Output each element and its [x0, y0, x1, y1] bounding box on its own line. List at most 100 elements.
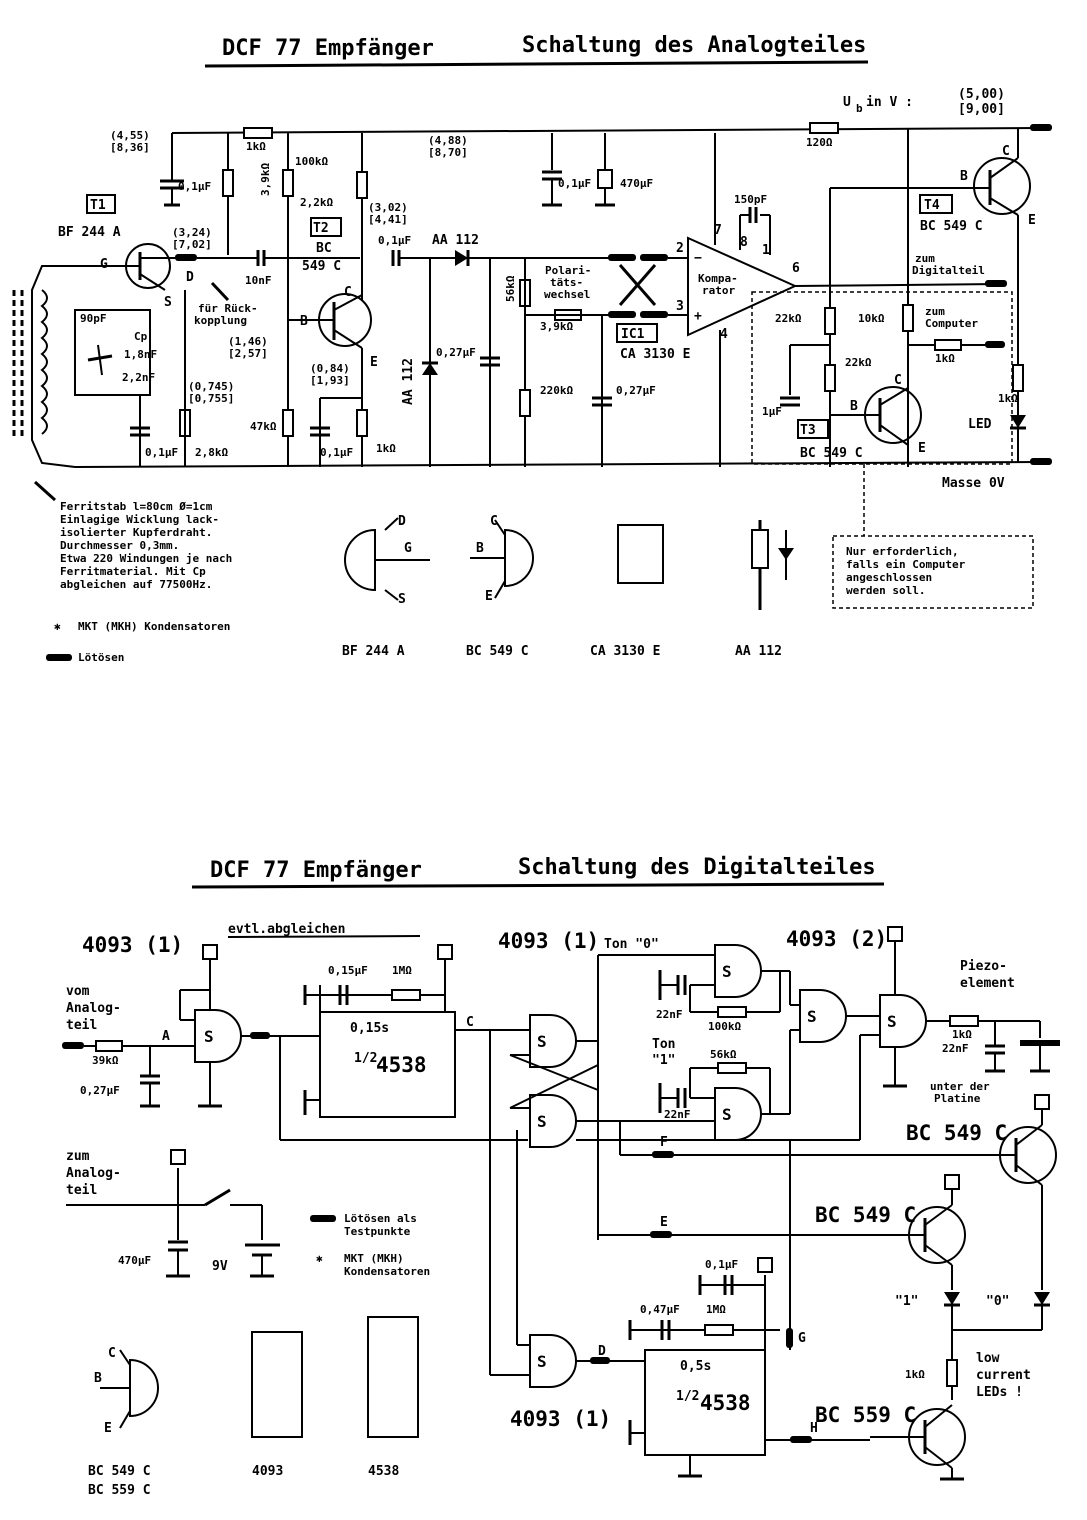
- svg-text:BF 244 A: BF 244 A: [342, 644, 405, 659]
- t2-tag: [310, 217, 342, 237]
- diode-aa112-2: [422, 363, 438, 375]
- svg-text:220kΩ: 220kΩ: [540, 384, 573, 397]
- svg-text:22kΩ: 22kΩ: [845, 356, 872, 369]
- svg-text:1µF: 1µF: [762, 405, 782, 418]
- svg-text:BC 549 C: BC 549 C: [88, 1464, 151, 1479]
- svg-text:1/2: 1/2: [354, 1051, 377, 1066]
- svg-text:(4,88): (4,88): [428, 134, 468, 147]
- transistor-b-label: BC 549 C: [815, 1203, 916, 1227]
- resistor-1k: [243, 127, 273, 139]
- svg-text:T2: T2: [313, 221, 329, 236]
- svg-text:0,15s: 0,15s: [350, 1021, 389, 1036]
- svg-text:150pF: 150pF: [734, 193, 767, 206]
- svg-text:A: A: [162, 1029, 170, 1044]
- svg-text:47kΩ: 47kΩ: [250, 420, 277, 433]
- svg-text:low: low: [976, 1351, 1000, 1366]
- pinout-ca3130: [617, 524, 664, 584]
- svg-text:C: C: [894, 373, 902, 388]
- pinout-4093: [251, 1331, 303, 1438]
- svg-text:Computer: Computer: [925, 317, 978, 330]
- ferrite-coil: [12, 265, 100, 468]
- svg-text:S: S: [204, 1027, 214, 1046]
- gate-label-3: 4093 (2): [786, 927, 887, 951]
- svg-text:B: B: [94, 1371, 102, 1386]
- loet-note: Lötösen: [78, 651, 124, 664]
- led: [1010, 415, 1026, 428]
- svg-text:4093: 4093: [252, 1464, 283, 1479]
- svg-text:E: E: [1028, 213, 1036, 228]
- svg-text:Platine: Platine: [934, 1092, 981, 1105]
- ground-label: Masse 0V: [942, 476, 1005, 491]
- svg-text:BC 559 C: BC 559 C: [88, 1483, 151, 1498]
- svg-text:1kΩ: 1kΩ: [905, 1368, 925, 1381]
- t1-type: BF 244 A: [58, 225, 121, 240]
- svg-text:[2,57]: [2,57]: [228, 347, 268, 360]
- svg-text:S: S: [537, 1032, 547, 1051]
- svg-text:Lötösen als: Lötösen als: [344, 1212, 417, 1225]
- svg-text:Ferritstab l=80cm Ø=1cm: Ferritstab l=80cm Ø=1cm: [60, 500, 213, 513]
- svg-text:T4: T4: [924, 198, 940, 213]
- solder-lug-ub: [1030, 124, 1052, 131]
- pinout-4538: [367, 1316, 419, 1438]
- power-switch[interactable]: [204, 1188, 231, 1207]
- svg-text:S: S: [537, 1352, 547, 1371]
- svg-text:120Ω: 120Ω: [806, 136, 833, 149]
- nand-gate-3a: [799, 989, 847, 1043]
- svg-text:"0": "0": [986, 1294, 1009, 1309]
- svg-text:AA 112: AA 112: [401, 358, 416, 405]
- nand-osc-0: [714, 944, 762, 998]
- gate-label-4: 4093 (1): [510, 1407, 611, 1431]
- svg-text:1kΩ: 1kΩ: [935, 352, 955, 365]
- svg-text:Ton: Ton: [652, 1037, 675, 1052]
- svg-text:6: 6: [792, 261, 800, 276]
- nand-gate-1: [194, 1009, 242, 1063]
- svg-text:[8,36]: [8,36]: [110, 141, 150, 154]
- svg-text:4: 4: [720, 327, 728, 342]
- svg-text:zum: zum: [925, 305, 945, 318]
- svg-text:LEDs !: LEDs !: [976, 1385, 1023, 1400]
- gate-label-1: 4093 (1): [82, 933, 183, 957]
- svg-text:Etwa 220 Windungen je nach: Etwa 220 Windungen je nach: [60, 552, 232, 565]
- svg-text:549 C: 549 C: [302, 259, 341, 274]
- svg-text:element: element: [960, 976, 1015, 991]
- svg-text:zum: zum: [66, 1149, 90, 1164]
- monoflop-2: [644, 1349, 766, 1456]
- svg-text:E: E: [485, 589, 493, 604]
- svg-text:[1,93]: [1,93]: [310, 374, 350, 387]
- svg-text:[8,70]: [8,70]: [428, 146, 468, 159]
- svg-text:D: D: [398, 514, 406, 529]
- svg-text:22nF: 22nF: [942, 1042, 969, 1055]
- svg-text:Nur erforderlich,: Nur erforderlich,: [846, 545, 959, 558]
- svg-text:✱: ✱: [54, 620, 61, 633]
- supply-label: U b in V : (5,00) [9,00]: [843, 87, 1005, 117]
- svg-text:100kΩ: 100kΩ: [708, 1020, 741, 1033]
- svg-text:CA 3130 E: CA 3130 E: [620, 347, 690, 362]
- svg-text:0,1µF: 0,1µF: [378, 234, 411, 247]
- svg-text:4538: 4538: [376, 1053, 427, 1077]
- svg-text:(3,24): (3,24): [172, 226, 212, 239]
- svg-text:0,27µF: 0,27µF: [436, 346, 476, 359]
- svg-text:39kΩ: 39kΩ: [92, 1054, 119, 1067]
- svg-text:[4,41]: [4,41]: [368, 213, 408, 226]
- svg-text:(5,00): (5,00): [958, 87, 1005, 102]
- nand-gate-2b: [529, 1094, 577, 1148]
- svg-text:Ton "0": Ton "0": [604, 937, 659, 952]
- ferrite-note: Ferritstab l=80cm Ø=1cm Einlagige Wicklu…: [60, 500, 232, 591]
- svg-text:2,2nF: 2,2nF: [122, 371, 155, 384]
- svg-text:werden soll.: werden soll.: [846, 584, 925, 597]
- svg-text:abgleichen auf 77500Hz.: abgleichen auf 77500Hz.: [60, 578, 212, 591]
- svg-text:E: E: [918, 441, 926, 456]
- svg-text:BC 549 C: BC 549 C: [800, 446, 863, 461]
- svg-text:Piezo-: Piezo-: [960, 959, 1007, 974]
- svg-text:0,1µF: 0,1µF: [145, 446, 178, 459]
- ic1-tag: [616, 323, 658, 343]
- svg-text:Einlagige Wicklung lack-: Einlagige Wicklung lack-: [60, 513, 219, 526]
- svg-text:2,2kΩ: 2,2kΩ: [300, 196, 333, 209]
- led-1: [944, 1292, 960, 1305]
- svg-text:S: S: [807, 1007, 817, 1026]
- analog-title: DCF 77 Empfänger Schaltung des Analogtei…: [204, 33, 869, 68]
- svg-text:E: E: [660, 1215, 668, 1230]
- svg-text:0,27µF: 0,27µF: [80, 1084, 120, 1097]
- svg-text:0,1µF: 0,1µF: [178, 180, 211, 193]
- svg-text:0,1µF: 0,1µF: [558, 177, 591, 190]
